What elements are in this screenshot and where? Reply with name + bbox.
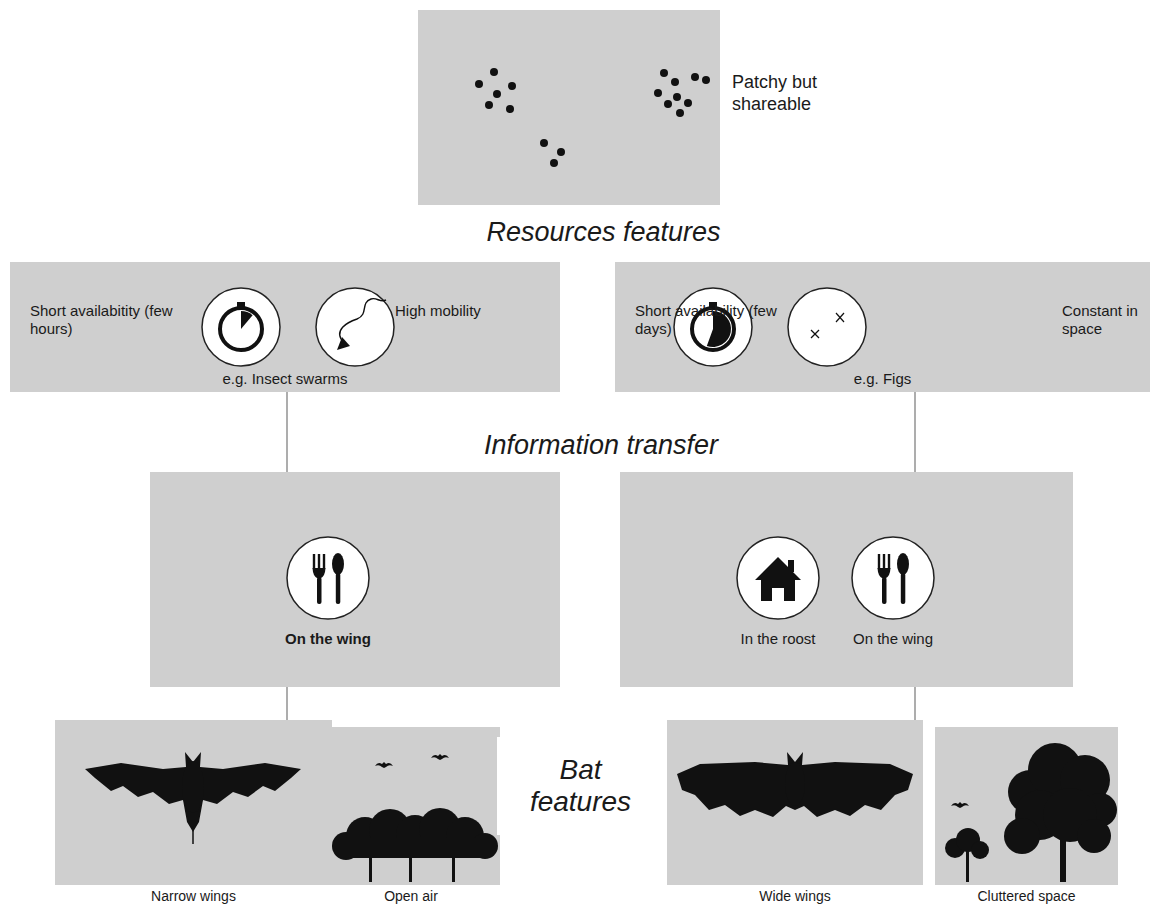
node-label: Cluttered space [935, 888, 1118, 905]
clock-icon [692, 302, 734, 350]
clock-icon [220, 302, 262, 350]
cluttered-scene [945, 743, 1117, 882]
transfer-box: On the wing [150, 472, 560, 687]
habitat-panel: Cluttered space [935, 727, 1118, 885]
node-label: Short availabitity (few hours) [30, 302, 188, 338]
resource-type-box: Short availabitity (few hours) High mobil… [10, 262, 560, 392]
text-slot: e.g. Insect swarms [10, 370, 560, 388]
text-slot: Wide wings [667, 888, 923, 905]
connector-line [914, 392, 915, 472]
node-label: Patchy but shareable [732, 72, 852, 115]
text-slot: Patchy but shareable [732, 72, 852, 115]
node-label: In the roost [713, 630, 843, 648]
location-marks [811, 313, 844, 338]
text-slot: Constant in space [1062, 302, 1146, 338]
wide-wing-bat [677, 752, 913, 817]
node-label: e.g. Insect swarms [10, 370, 560, 388]
bat-panel: Wide wings [667, 720, 923, 885]
text-slot: High mobility [395, 302, 485, 320]
mobility-icon [337, 299, 386, 350]
text-slot: On the wing [828, 630, 958, 648]
section-label: Information transfer [484, 430, 718, 461]
text-slot: Cluttered space [935, 888, 1118, 905]
resource-type-box: Short availability (few days) Constant in… [615, 262, 1150, 392]
node-label: Narrow wings [55, 888, 332, 905]
connector-line [286, 392, 287, 472]
open-air-scene [332, 754, 498, 882]
narrow-wing-bat [85, 752, 301, 844]
connector-line [286, 687, 287, 720]
text-slot: Narrow wings [55, 888, 332, 905]
habitat-panel: Open air [322, 727, 500, 885]
text-slot: Short availability (few days) [635, 302, 793, 338]
text-slot: In the roost [713, 630, 843, 648]
section-title: Bat features [497, 737, 664, 835]
section-label: Bat features [511, 754, 651, 818]
icon-circles [202, 288, 934, 619]
text-slot: Short availabitity (few hours) [30, 302, 188, 338]
transfer-box: In the roostOn the wing [620, 472, 1073, 687]
bat-panel: Narrow wings [55, 720, 332, 885]
resource-dots [475, 68, 710, 167]
node-label: Short availability (few days) [635, 302, 793, 338]
text-slot: e.g. Figs [615, 370, 1150, 388]
section-title: Resources features [450, 205, 757, 260]
connector-line [914, 687, 915, 720]
food-icon [878, 553, 910, 604]
section-title: Information transfer [445, 425, 757, 467]
node-label: Constant in space [1062, 302, 1146, 338]
resource-box: Patchy but shareable [418, 10, 720, 205]
node-label: Wide wings [667, 888, 923, 905]
node-label: High mobility [395, 302, 485, 320]
roost-icon [755, 557, 801, 601]
text-slot: On the wing [263, 630, 393, 648]
food-icon [313, 553, 345, 604]
node-label: On the wing [828, 630, 958, 648]
node-label: Open air [322, 888, 500, 905]
text-slot: Open air [322, 888, 500, 905]
node-label: On the wing [263, 630, 393, 648]
section-label: Resources features [486, 217, 720, 248]
node-label: e.g. Figs [615, 370, 1150, 388]
